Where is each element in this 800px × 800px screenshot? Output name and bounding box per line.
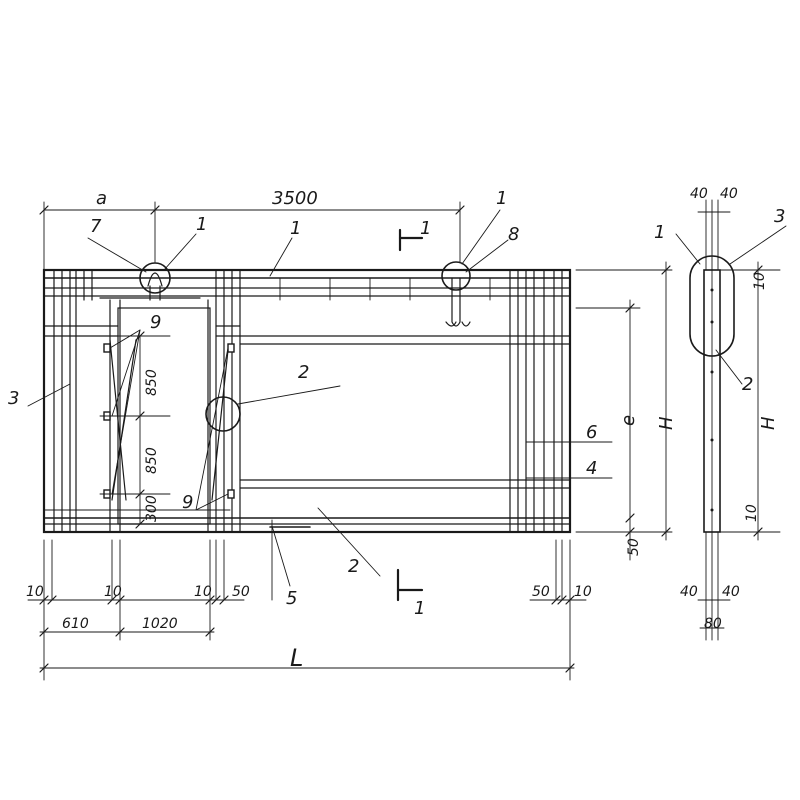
callout-5: 5	[286, 588, 297, 609]
dim-850-lower: 850	[144, 447, 160, 474]
callout-3-left: 3	[8, 388, 19, 409]
dimension-lines	[27, 201, 673, 681]
side-dim-40-top-b: 40	[720, 186, 738, 202]
callout-1-section: 1	[420, 218, 431, 239]
callout-1-top: 1	[290, 218, 301, 239]
callout-7: 7	[90, 216, 102, 237]
dim-10-left-b: 10	[104, 584, 122, 600]
callout-9-bottom: 9	[182, 492, 193, 513]
dim-50-mid: 50	[232, 584, 250, 600]
dim-610: 610	[62, 616, 89, 632]
callout-9-top: 9	[150, 312, 161, 333]
dim-H-main: H	[656, 416, 677, 430]
lifting-loop-left	[139, 262, 171, 294]
callout-1-right: 1	[496, 188, 507, 209]
dim-L: L	[290, 644, 303, 672]
callout-1-section-bottom: 1	[414, 598, 425, 619]
callout-4: 4	[586, 458, 597, 479]
side-callout-2: 2	[742, 374, 753, 395]
side-callout-3: 3	[774, 206, 785, 227]
callout-2-bottom: 2	[348, 556, 359, 577]
dim-10-mid: 10	[194, 584, 212, 600]
callout-6: 6	[586, 422, 597, 443]
side-dim-10-top: 10	[752, 272, 768, 290]
callout-1-left: 1	[196, 214, 207, 235]
dim-850-upper: 850	[144, 369, 160, 396]
side-dim-40-bottom-b: 40	[722, 584, 740, 600]
main-elevation	[42, 261, 572, 534]
side-detail-oval	[689, 255, 735, 357]
side-dim-40-top-a: 40	[690, 186, 708, 202]
side-section	[675, 199, 787, 641]
side-dim-40-bottom-a: 40	[680, 584, 698, 600]
dim-a: a	[96, 188, 107, 209]
side-dim-10-bottom: 10	[744, 504, 760, 522]
dim-3500: 3500	[272, 188, 318, 209]
dim-10-left: 10	[26, 584, 44, 600]
side-callout-1: 1	[654, 222, 665, 243]
lifting-loop-right	[441, 261, 471, 291]
leader-lines	[27, 209, 613, 587]
side-dim-H: H	[758, 416, 779, 430]
callout-2-mid: 2	[298, 362, 309, 383]
dim-10-right: 10	[574, 584, 592, 600]
callout-8: 8	[508, 224, 519, 245]
labels: a 3500 7 1 1 1 1 8 9 9 3 2 6 4 2 5 1 850…	[8, 186, 785, 672]
outer-frame	[42, 268, 572, 534]
dim-300: 300	[144, 495, 160, 522]
dim-e: e	[618, 415, 639, 426]
dim-50-bottom: 50	[626, 538, 642, 556]
dim-50-right: 50	[532, 584, 550, 600]
side-dim-80: 80	[704, 616, 722, 632]
dim-1020: 1020	[142, 616, 178, 632]
